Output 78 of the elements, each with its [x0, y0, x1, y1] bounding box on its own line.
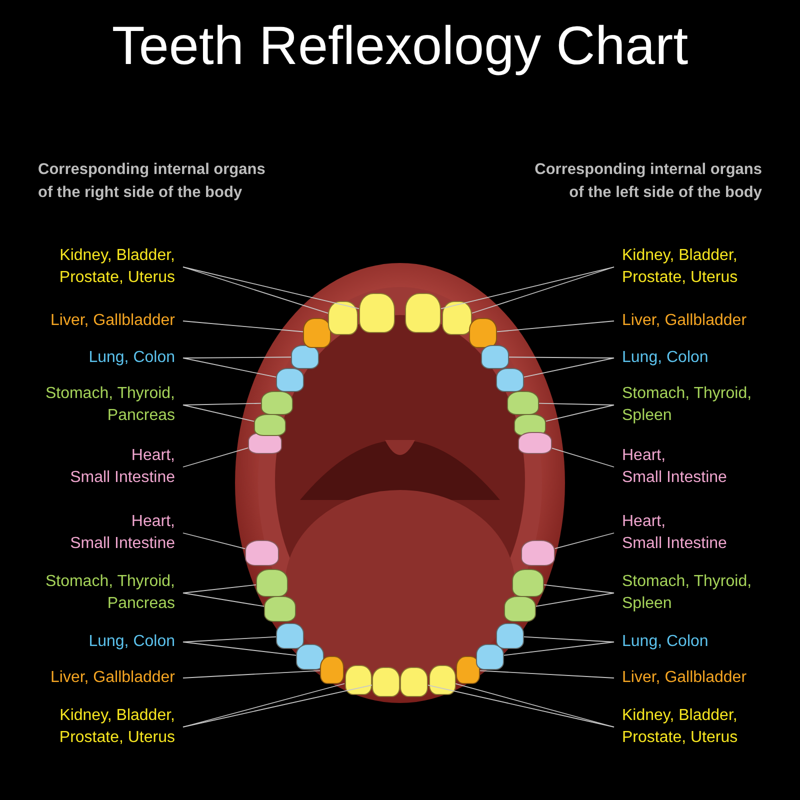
leader-line [524, 358, 614, 378]
tooth [276, 368, 304, 392]
tooth [496, 623, 524, 649]
tooth [256, 569, 288, 597]
tooth [372, 667, 400, 697]
leader-line [182, 670, 320, 678]
leader-line [182, 358, 276, 378]
leader-line [544, 584, 614, 594]
leader-line [504, 642, 614, 656]
leader-line [480, 670, 614, 678]
column-heading: Corresponding internal organs of the right side of the body [38, 160, 266, 203]
organ-label: Heart, Small Intestine [25, 511, 175, 555]
leader-line [182, 683, 345, 728]
leader-line [524, 636, 614, 642]
tooth [303, 318, 331, 348]
leader-line [552, 448, 614, 468]
leader-line [455, 683, 614, 728]
organ-label: Heart, Small Intestine [25, 445, 175, 489]
leader-line [546, 404, 614, 422]
organ-label: Liver, Gallbladder [622, 310, 782, 332]
tooth [481, 345, 509, 369]
leader-line [182, 266, 360, 310]
leader-line [182, 592, 264, 607]
leader-line [428, 684, 614, 728]
leader-line [554, 532, 614, 549]
organ-label: Lung, Colon [25, 347, 175, 369]
leader-line [182, 584, 256, 594]
organ-label: Stomach, Thyroid, Spleen [622, 571, 782, 615]
leader-line [182, 356, 292, 358]
organ-label: Kidney, Bladder, Prostate, Uterus [25, 245, 175, 289]
leader-line [182, 532, 246, 550]
column-heading: Corresponding internal organs of the left side of the body [534, 160, 762, 203]
leader-line [508, 356, 614, 358]
organ-label: Kidney, Bladder, Prostate, Uterus [622, 705, 782, 749]
leader-line [182, 684, 372, 728]
organ-label: Lung, Colon [622, 347, 782, 369]
tooth [245, 540, 279, 566]
tooth [496, 368, 524, 392]
tooth [296, 644, 324, 670]
leader-line [182, 404, 254, 422]
leader-line [182, 448, 248, 468]
tooth [507, 391, 539, 415]
organ-label: Heart, Small Intestine [622, 511, 782, 555]
leader-line [182, 266, 328, 314]
organ-label: Stomach, Thyroid, Pancreas [25, 383, 175, 427]
tooth [261, 391, 293, 415]
tooth [504, 596, 536, 622]
leader-line [182, 320, 304, 332]
tooth [264, 596, 296, 622]
organ-label: Kidney, Bladder, Prostate, Uterus [25, 705, 175, 749]
leader-line [440, 266, 614, 310]
organ-label: Liver, Gallbladder [25, 667, 175, 689]
organ-label: Lung, Colon [622, 631, 782, 653]
leader-line [182, 636, 276, 642]
chart-title: Teeth Reflexology Chart [110, 15, 690, 78]
organ-label: Lung, Colon [25, 631, 175, 653]
tooth [512, 569, 544, 597]
tooth [405, 293, 441, 333]
organ-label: Heart, Small Intestine [622, 445, 782, 489]
leader-line [538, 402, 614, 406]
leader-line [472, 266, 614, 314]
tooth [359, 293, 395, 333]
leader-line [496, 320, 614, 332]
organ-label: Liver, Gallbladder [622, 667, 782, 689]
tooth [320, 656, 344, 684]
tooth [521, 540, 555, 566]
organ-label: Stomach, Thyroid, Spleen [622, 383, 782, 427]
leader-line [182, 402, 262, 406]
leader-line [536, 592, 614, 607]
tooth [476, 644, 504, 670]
tooth [518, 432, 552, 454]
leader-line [182, 642, 296, 656]
organ-label: Stomach, Thyroid, Pancreas [25, 571, 175, 615]
tooth [254, 414, 286, 436]
tooth [276, 623, 304, 649]
organ-label: Liver, Gallbladder [25, 310, 175, 332]
organ-label: Kidney, Bladder, Prostate, Uterus [622, 245, 782, 289]
tooth [400, 667, 428, 697]
